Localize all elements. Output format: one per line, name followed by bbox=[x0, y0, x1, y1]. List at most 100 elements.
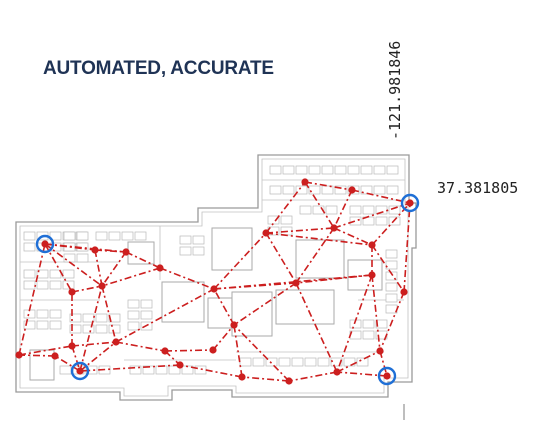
mesh-node-icon bbox=[376, 347, 384, 355]
mesh-link bbox=[295, 227, 335, 284]
desk bbox=[385, 293, 398, 303]
desk bbox=[192, 235, 205, 245]
desk bbox=[269, 185, 282, 195]
mesh-link bbox=[295, 282, 338, 373]
desk bbox=[36, 269, 49, 279]
desk bbox=[334, 165, 347, 175]
mesh-node-icon bbox=[400, 288, 408, 296]
desk bbox=[295, 185, 308, 195]
anchor-node bbox=[383, 372, 391, 380]
desk bbox=[49, 320, 62, 330]
mesh-node-icon bbox=[112, 338, 120, 346]
workstation-cluster bbox=[23, 165, 401, 375]
desk bbox=[23, 269, 36, 279]
desk bbox=[121, 231, 134, 241]
desk bbox=[95, 324, 108, 334]
desk bbox=[291, 357, 304, 367]
core-room bbox=[211, 227, 253, 271]
mesh-link bbox=[304, 181, 335, 229]
mesh-link bbox=[94, 249, 103, 287]
mesh-link bbox=[101, 285, 117, 343]
desk bbox=[386, 165, 399, 175]
desk bbox=[129, 365, 142, 375]
desk bbox=[127, 321, 140, 331]
desk bbox=[265, 357, 278, 367]
mesh-link bbox=[79, 364, 181, 372]
mesh-link bbox=[379, 350, 388, 377]
desk bbox=[134, 231, 147, 241]
desk bbox=[23, 231, 36, 241]
desk bbox=[373, 185, 386, 195]
mesh-link bbox=[351, 189, 411, 204]
latitude-label: 37.381805 bbox=[437, 179, 519, 197]
mesh-link bbox=[44, 243, 73, 293]
desk bbox=[95, 313, 108, 323]
desk bbox=[280, 215, 293, 225]
desk bbox=[299, 205, 312, 215]
desk bbox=[49, 231, 62, 241]
desk bbox=[23, 242, 36, 252]
desk bbox=[312, 205, 325, 215]
mesh-node-icon bbox=[230, 321, 238, 329]
mesh-link bbox=[288, 371, 338, 382]
page-title: AUTOMATED, ACCURATE bbox=[43, 58, 274, 79]
mesh-link bbox=[336, 371, 388, 377]
desk bbox=[82, 313, 95, 323]
anchor-ring-icon bbox=[70, 361, 90, 381]
desk bbox=[385, 260, 398, 270]
mesh-node-icon bbox=[98, 282, 106, 290]
anchor-ring-icon bbox=[400, 193, 420, 213]
mesh-node-icon bbox=[176, 361, 184, 369]
anchor-ring-icon bbox=[35, 234, 55, 254]
desk bbox=[252, 357, 265, 367]
desk bbox=[321, 165, 334, 175]
mesh-link bbox=[212, 324, 235, 351]
desk bbox=[239, 357, 252, 367]
mesh-link bbox=[233, 282, 297, 326]
desk bbox=[49, 269, 62, 279]
anchor-ring-icon bbox=[377, 366, 397, 386]
desk bbox=[325, 205, 338, 215]
desk bbox=[23, 320, 36, 330]
desk bbox=[140, 299, 153, 309]
mesh-link bbox=[164, 349, 214, 352]
desk bbox=[362, 205, 375, 215]
mesh-node-icon bbox=[348, 186, 356, 194]
mesh-link bbox=[371, 202, 411, 246]
core-room bbox=[29, 349, 55, 381]
mesh-link bbox=[333, 227, 373, 246]
mesh-node-icon bbox=[330, 224, 338, 232]
anchor-node bbox=[76, 367, 84, 375]
desk bbox=[282, 165, 295, 175]
desk bbox=[343, 357, 356, 367]
core-room bbox=[231, 291, 273, 337]
desk bbox=[356, 357, 369, 367]
mesh-node-icon bbox=[262, 229, 270, 237]
mesh-link bbox=[18, 243, 46, 356]
core-room bbox=[295, 239, 345, 279]
mesh-link bbox=[233, 324, 290, 382]
mesh-node-icon bbox=[91, 246, 99, 254]
mesh-link bbox=[179, 364, 243, 378]
mesh-link bbox=[159, 267, 215, 290]
mesh-link bbox=[71, 285, 103, 293]
mesh-link bbox=[125, 251, 161, 269]
floor-plan bbox=[15, 154, 417, 420]
mesh-link bbox=[233, 324, 243, 378]
mesh-link bbox=[333, 202, 411, 229]
desk bbox=[321, 185, 334, 195]
core-room bbox=[275, 289, 335, 325]
mesh-link bbox=[101, 267, 161, 287]
desk bbox=[194, 365, 207, 375]
mesh-node-icon bbox=[301, 178, 309, 186]
mesh-link bbox=[265, 181, 306, 234]
desk bbox=[49, 280, 62, 290]
desk bbox=[108, 324, 121, 334]
building-outline bbox=[15, 154, 417, 401]
desk bbox=[282, 185, 295, 195]
mesh-node-icon bbox=[122, 248, 130, 256]
mesh-link bbox=[265, 232, 373, 246]
desk bbox=[59, 365, 72, 375]
building-inner-outline bbox=[19, 158, 409, 397]
